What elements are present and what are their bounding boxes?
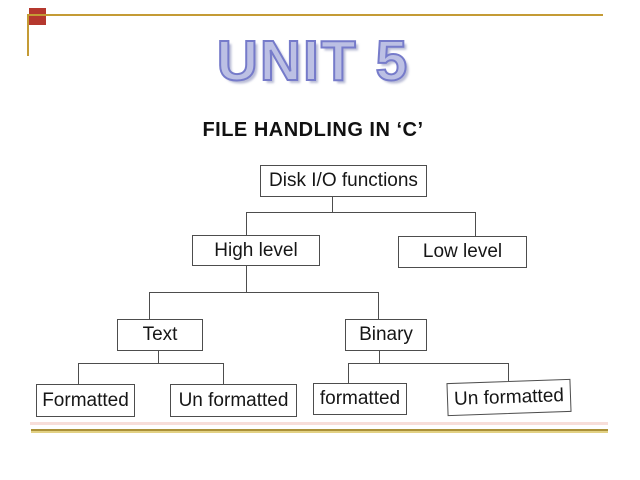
pink-border-bottom [30,422,608,425]
red-square-accent [29,8,46,25]
connector-line [379,351,380,364]
connector-line [78,363,224,364]
node-formatted-binary: formatted [313,383,407,415]
connector-line [348,363,509,364]
connector-line [475,212,476,236]
node-text: Text [117,319,203,351]
gold-border-top [27,14,603,16]
gold-border-bottom [31,429,608,433]
connector-line [246,212,247,235]
connector-line [246,266,247,292]
node-high-level: High level [192,235,320,266]
connector-line [78,363,79,384]
connector-line [332,197,333,212]
connector-line [508,363,509,381]
slide-subtitle: FILE HANDLING IN ‘C’ [202,119,424,141]
node-binary: Binary [345,319,427,351]
connector-line [246,212,476,213]
node-disk-io: Disk I/O functions [260,165,427,197]
connector-line [348,363,349,383]
connector-line [158,351,159,364]
node-unformatted-text: Un formatted [170,384,297,417]
node-formatted-text: Formatted [36,384,135,417]
node-unformatted-binary: Un formatted [446,378,572,417]
connector-line [149,292,379,293]
gold-border-left [27,14,29,56]
node-low-level: Low level [398,236,527,268]
slide-title: UNIT 5 [216,29,410,93]
connector-line [223,363,224,384]
connector-line [378,292,379,319]
connector-line [149,292,150,319]
